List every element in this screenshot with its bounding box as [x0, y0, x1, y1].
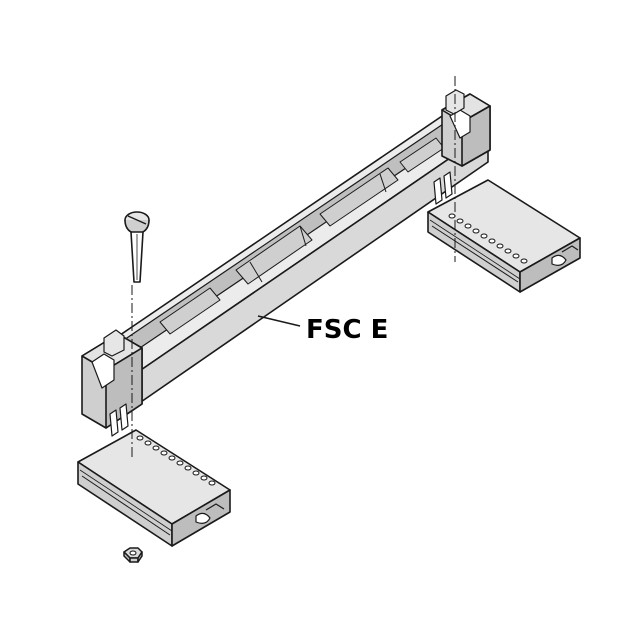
part-callout: FSC E: [257, 315, 388, 345]
left-terminal-module: [77, 429, 231, 547]
card-guide-rail: [81, 89, 491, 437]
assembly-centerlines: [131, 76, 456, 460]
left-contact-row: [136, 435, 216, 486]
leader-line: [257, 315, 301, 327]
retaining-screw: [124, 211, 150, 283]
right-terminal-module: [427, 179, 581, 293]
part-label: FSC E: [306, 315, 388, 345]
hex-nut: [123, 547, 143, 563]
right-contact-row: [448, 213, 528, 264]
